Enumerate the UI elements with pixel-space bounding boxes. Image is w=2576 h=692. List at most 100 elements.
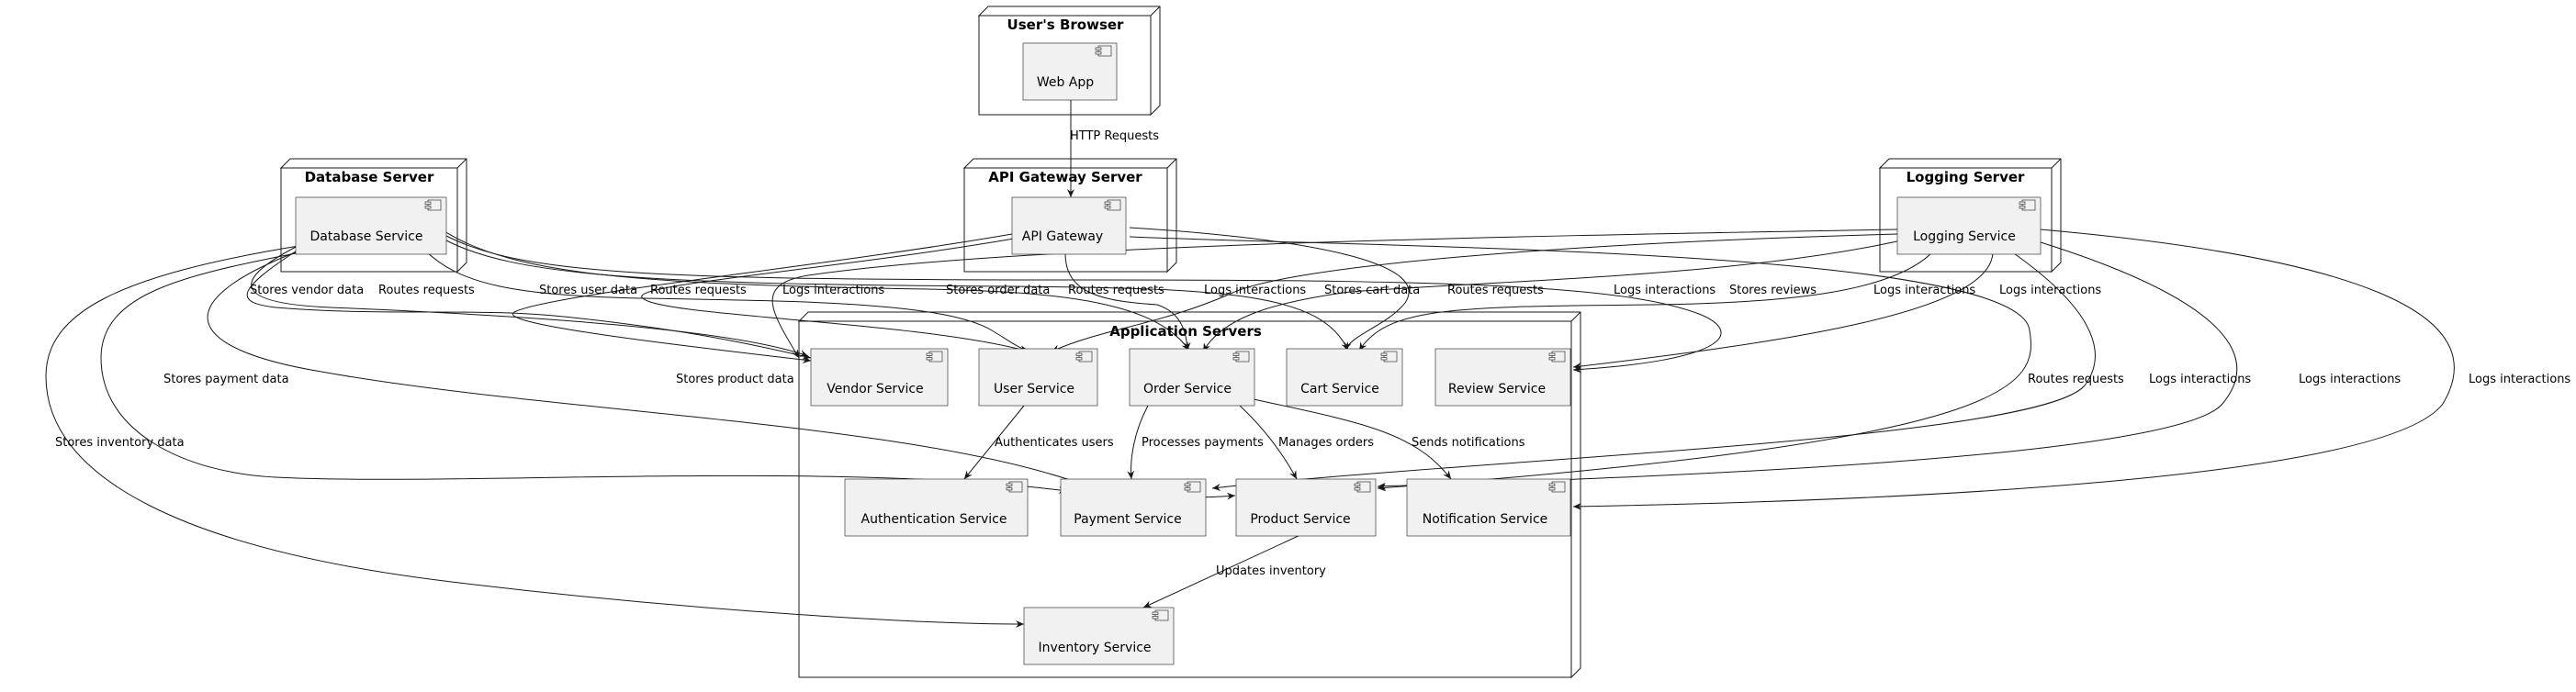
component-label: Database Service <box>310 229 423 244</box>
edge-db-vendor-2 <box>251 242 809 357</box>
node-title: User's Browser <box>1007 17 1125 33</box>
edge-label: Routes requests <box>650 284 747 297</box>
component-icon <box>1548 351 1566 363</box>
component-logging-service[interactable]: Logging Service <box>1896 196 2042 255</box>
component-web-app[interactable]: Web App <box>1022 42 1118 101</box>
edge-db-review <box>445 235 1722 374</box>
component-order-service[interactable]: Order Service <box>1129 348 1255 407</box>
component-icon <box>1104 199 1121 211</box>
edge-label: Logs interactions <box>1614 284 1715 297</box>
edges <box>45 100 2455 628</box>
edge-label: Updates inventory <box>1216 564 1326 578</box>
component-label: Logging Service <box>1913 229 2016 244</box>
component-label: Authentication Service <box>861 512 1007 527</box>
edge-label: Stores order data <box>946 284 1050 297</box>
edge-api-order <box>1064 252 1191 352</box>
edge-label: Stores reviews <box>1729 284 1817 297</box>
edge-label: Logs interactions <box>1204 284 1306 297</box>
edge-api-vendor <box>512 233 1013 363</box>
edge-log-product <box>1377 241 2238 490</box>
component-icon <box>1380 351 1398 363</box>
component-label: Product Service <box>1250 512 1350 527</box>
component-database-service[interactable]: Database Service <box>295 196 447 255</box>
edge-label: Routes requests <box>2028 373 2124 386</box>
edge-log-vendor <box>771 229 1898 359</box>
component-label: Order Service <box>1143 382 1232 396</box>
component-inventory-service[interactable]: Inventory Service <box>1023 607 1175 665</box>
edge-label: Stores payment data <box>163 373 289 386</box>
component-icon <box>1184 481 1201 493</box>
edge-db-cart <box>445 240 1349 352</box>
component-label: Payment Service <box>1074 512 1181 527</box>
component-label: User Service <box>994 382 1074 396</box>
edge-label: Logs interactions <box>2299 373 2401 386</box>
edge-log-review <box>1572 251 1994 370</box>
component-icon <box>1075 351 1093 363</box>
edge-order-product <box>1239 405 1298 480</box>
component-vendor-service[interactable]: Vendor Service <box>810 348 949 407</box>
edge-log-user <box>1051 233 1898 352</box>
edge-label: Logs interactions <box>1873 284 1975 297</box>
component-label: API Gateway <box>1022 229 1103 244</box>
edge-log-payment <box>1211 251 2096 491</box>
component-label: Cart Service <box>1300 382 1379 396</box>
component-icon <box>2019 199 2036 211</box>
edge-label: Routes requests <box>1068 284 1164 297</box>
component-user-service[interactable]: User Service <box>978 348 1098 407</box>
component-product-service[interactable]: Product Service <box>1235 478 1377 537</box>
component-icon <box>424 199 442 211</box>
edge-label: Stores product data <box>676 373 794 386</box>
edge-label: Logs interactions <box>1999 284 2101 297</box>
edge-label: Routes requests <box>1447 284 1544 297</box>
node-title: Application Servers <box>1109 323 1262 340</box>
edge-label: Stores cart data <box>1324 284 1420 297</box>
node-title: Database Server <box>305 169 434 185</box>
edge-api-product <box>1129 236 2031 492</box>
component-api-gateway[interactable]: API Gateway <box>1011 196 1127 255</box>
component-icon <box>926 351 943 363</box>
component-label: Notification Service <box>1423 512 1548 527</box>
edge-order-payment <box>1127 405 1149 480</box>
edge-label: HTTP Requests <box>1070 129 1159 143</box>
edge-db-inventory <box>45 245 1025 628</box>
edge-label: Stores user data <box>539 284 637 297</box>
edge-log-order <box>1202 240 1902 352</box>
edge-user-auth <box>963 405 1025 480</box>
component-icon <box>1548 481 1566 493</box>
component-label: Vendor Service <box>827 382 923 396</box>
component-icon <box>1152 609 1169 621</box>
component-payment-service[interactable]: Payment Service <box>1060 478 1207 537</box>
component-icon <box>1095 45 1112 57</box>
component-authentication-service[interactable]: Authentication Service <box>844 478 1029 537</box>
edge-label: Authenticates users <box>995 436 1114 450</box>
edge-label: Logs interactions <box>2469 373 2570 386</box>
edge-label: Logs interactions <box>782 284 884 297</box>
component-review-service[interactable]: Review Service <box>1434 348 1571 407</box>
edge-label: Stores inventory data <box>55 436 185 450</box>
component-label: Web App <box>1037 75 1094 90</box>
edge-label: Routes requests <box>378 284 475 297</box>
component-label: Inventory Service <box>1038 641 1151 655</box>
component-icon <box>1232 351 1250 363</box>
component-icon <box>1006 481 1023 493</box>
edge-label: Processes payments <box>1142 436 1264 450</box>
component-notification-service[interactable]: Notification Service <box>1406 478 1571 537</box>
edge-order-notification <box>1253 398 1452 480</box>
edge-log-notification <box>1572 229 2455 510</box>
node-title: Logging Server <box>1907 169 2025 185</box>
edge-db-user <box>423 249 1029 353</box>
edge-product-inventory <box>1142 533 1303 608</box>
edge-db-vendor <box>246 249 812 360</box>
edge-label: Logs interactions <box>2149 373 2251 386</box>
edge-log-cart <box>1358 251 1934 352</box>
edge-db-payment <box>100 252 1068 494</box>
component-label: Review Service <box>1448 382 1546 396</box>
edge-labels: HTTP Requests Stores vendor data Routes … <box>55 129 2570 578</box>
edge-db-order <box>444 230 1190 352</box>
edge-label: Manages orders <box>1278 436 1374 450</box>
edge-api-user <box>641 238 1029 353</box>
component-icon <box>1354 481 1371 493</box>
component-cart-service[interactable]: Cart Service <box>1286 348 1403 407</box>
edge-label: Stores vendor data <box>250 284 364 297</box>
